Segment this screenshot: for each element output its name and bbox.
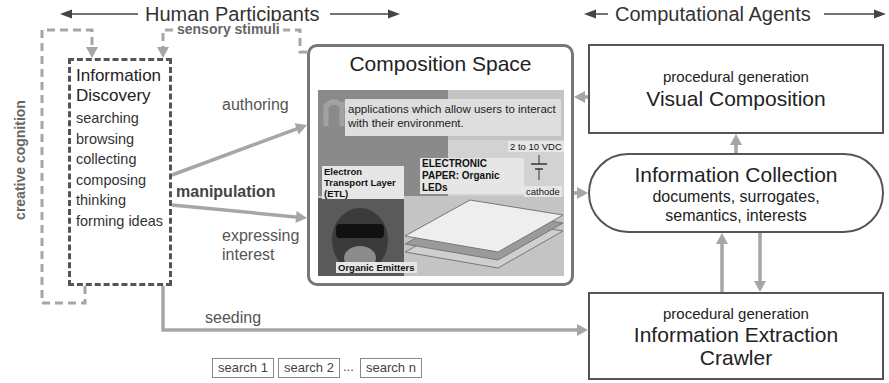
- connector-line: [163, 286, 579, 330]
- image-text: 2 to 10 VDC: [508, 141, 564, 152]
- image-text: Electron Transport Layer (ETL): [322, 166, 404, 199]
- connector: [730, 134, 742, 153]
- connector-line: [758, 233, 762, 283]
- connector: [716, 233, 728, 292]
- stadium-shape: [589, 154, 883, 232]
- connector-line: [574, 191, 579, 195]
- edge-label: authoring: [222, 95, 289, 114]
- image-text: cathode: [524, 186, 562, 197]
- connector-line: [172, 205, 298, 217]
- process-box: procedural generationInformation Extract…: [588, 292, 884, 380]
- edge-label: seeding: [205, 308, 261, 327]
- header-arrow: [330, 10, 400, 19]
- connector: [754, 233, 766, 292]
- edge-label: expressing interest: [222, 226, 304, 264]
- node-heading: Information Discovery: [76, 66, 166, 106]
- connector-line: [734, 143, 738, 153]
- node-heading: Composition Space: [314, 51, 567, 77]
- header-arrow: [824, 10, 886, 19]
- collage-image: [318, 90, 564, 276]
- annotation: manipulation: [176, 182, 276, 201]
- node-subtitle: procedural generation: [663, 304, 809, 323]
- image-text: applications which allow users to intera…: [348, 102, 558, 130]
- connector: [172, 205, 307, 223]
- header-arrow: [60, 10, 138, 19]
- connector: [574, 91, 588, 103]
- edge-label: creative cognition: [12, 100, 29, 220]
- connector: [163, 286, 588, 336]
- arrowhead: [86, 47, 98, 58]
- node-label: search 2: [284, 360, 334, 376]
- node-subtitle: procedural generation: [663, 67, 809, 86]
- search-box: search n: [360, 358, 422, 378]
- search-box: search 2: [278, 358, 340, 378]
- search-box: search 1: [212, 358, 274, 378]
- node-label: search n: [366, 360, 416, 376]
- node-body: documents, surrogates, semantics, intere…: [618, 187, 854, 225]
- stadium-node: Information Collectiondocuments, surroga…: [588, 153, 884, 233]
- edge-label: sensory stimuli: [174, 21, 283, 38]
- node-heading: Information Collection: [634, 162, 837, 187]
- connector: [574, 187, 588, 199]
- image-text: ELECTRONIC PAPER: Organic LEDs: [420, 158, 524, 194]
- image-text: Organic Emitters: [336, 262, 417, 273]
- node-body: searching browsing collecting composing …: [76, 108, 166, 231]
- section-heading: Computational Agents: [615, 2, 811, 26]
- node-label: search 1: [218, 360, 268, 376]
- header-arrow: [584, 10, 608, 19]
- node-heading: Visual Composition: [646, 86, 825, 111]
- dashed-process-box: Information Discoverysearching browsing …: [68, 58, 172, 286]
- ellipsis: ...: [343, 358, 354, 376]
- node-heading: Information Extraction Crawler: [602, 323, 870, 369]
- connector-line: [720, 242, 724, 292]
- process-box: procedural generationVisual Composition: [588, 44, 884, 134]
- connector-line: [172, 128, 299, 175]
- connector: [172, 123, 307, 175]
